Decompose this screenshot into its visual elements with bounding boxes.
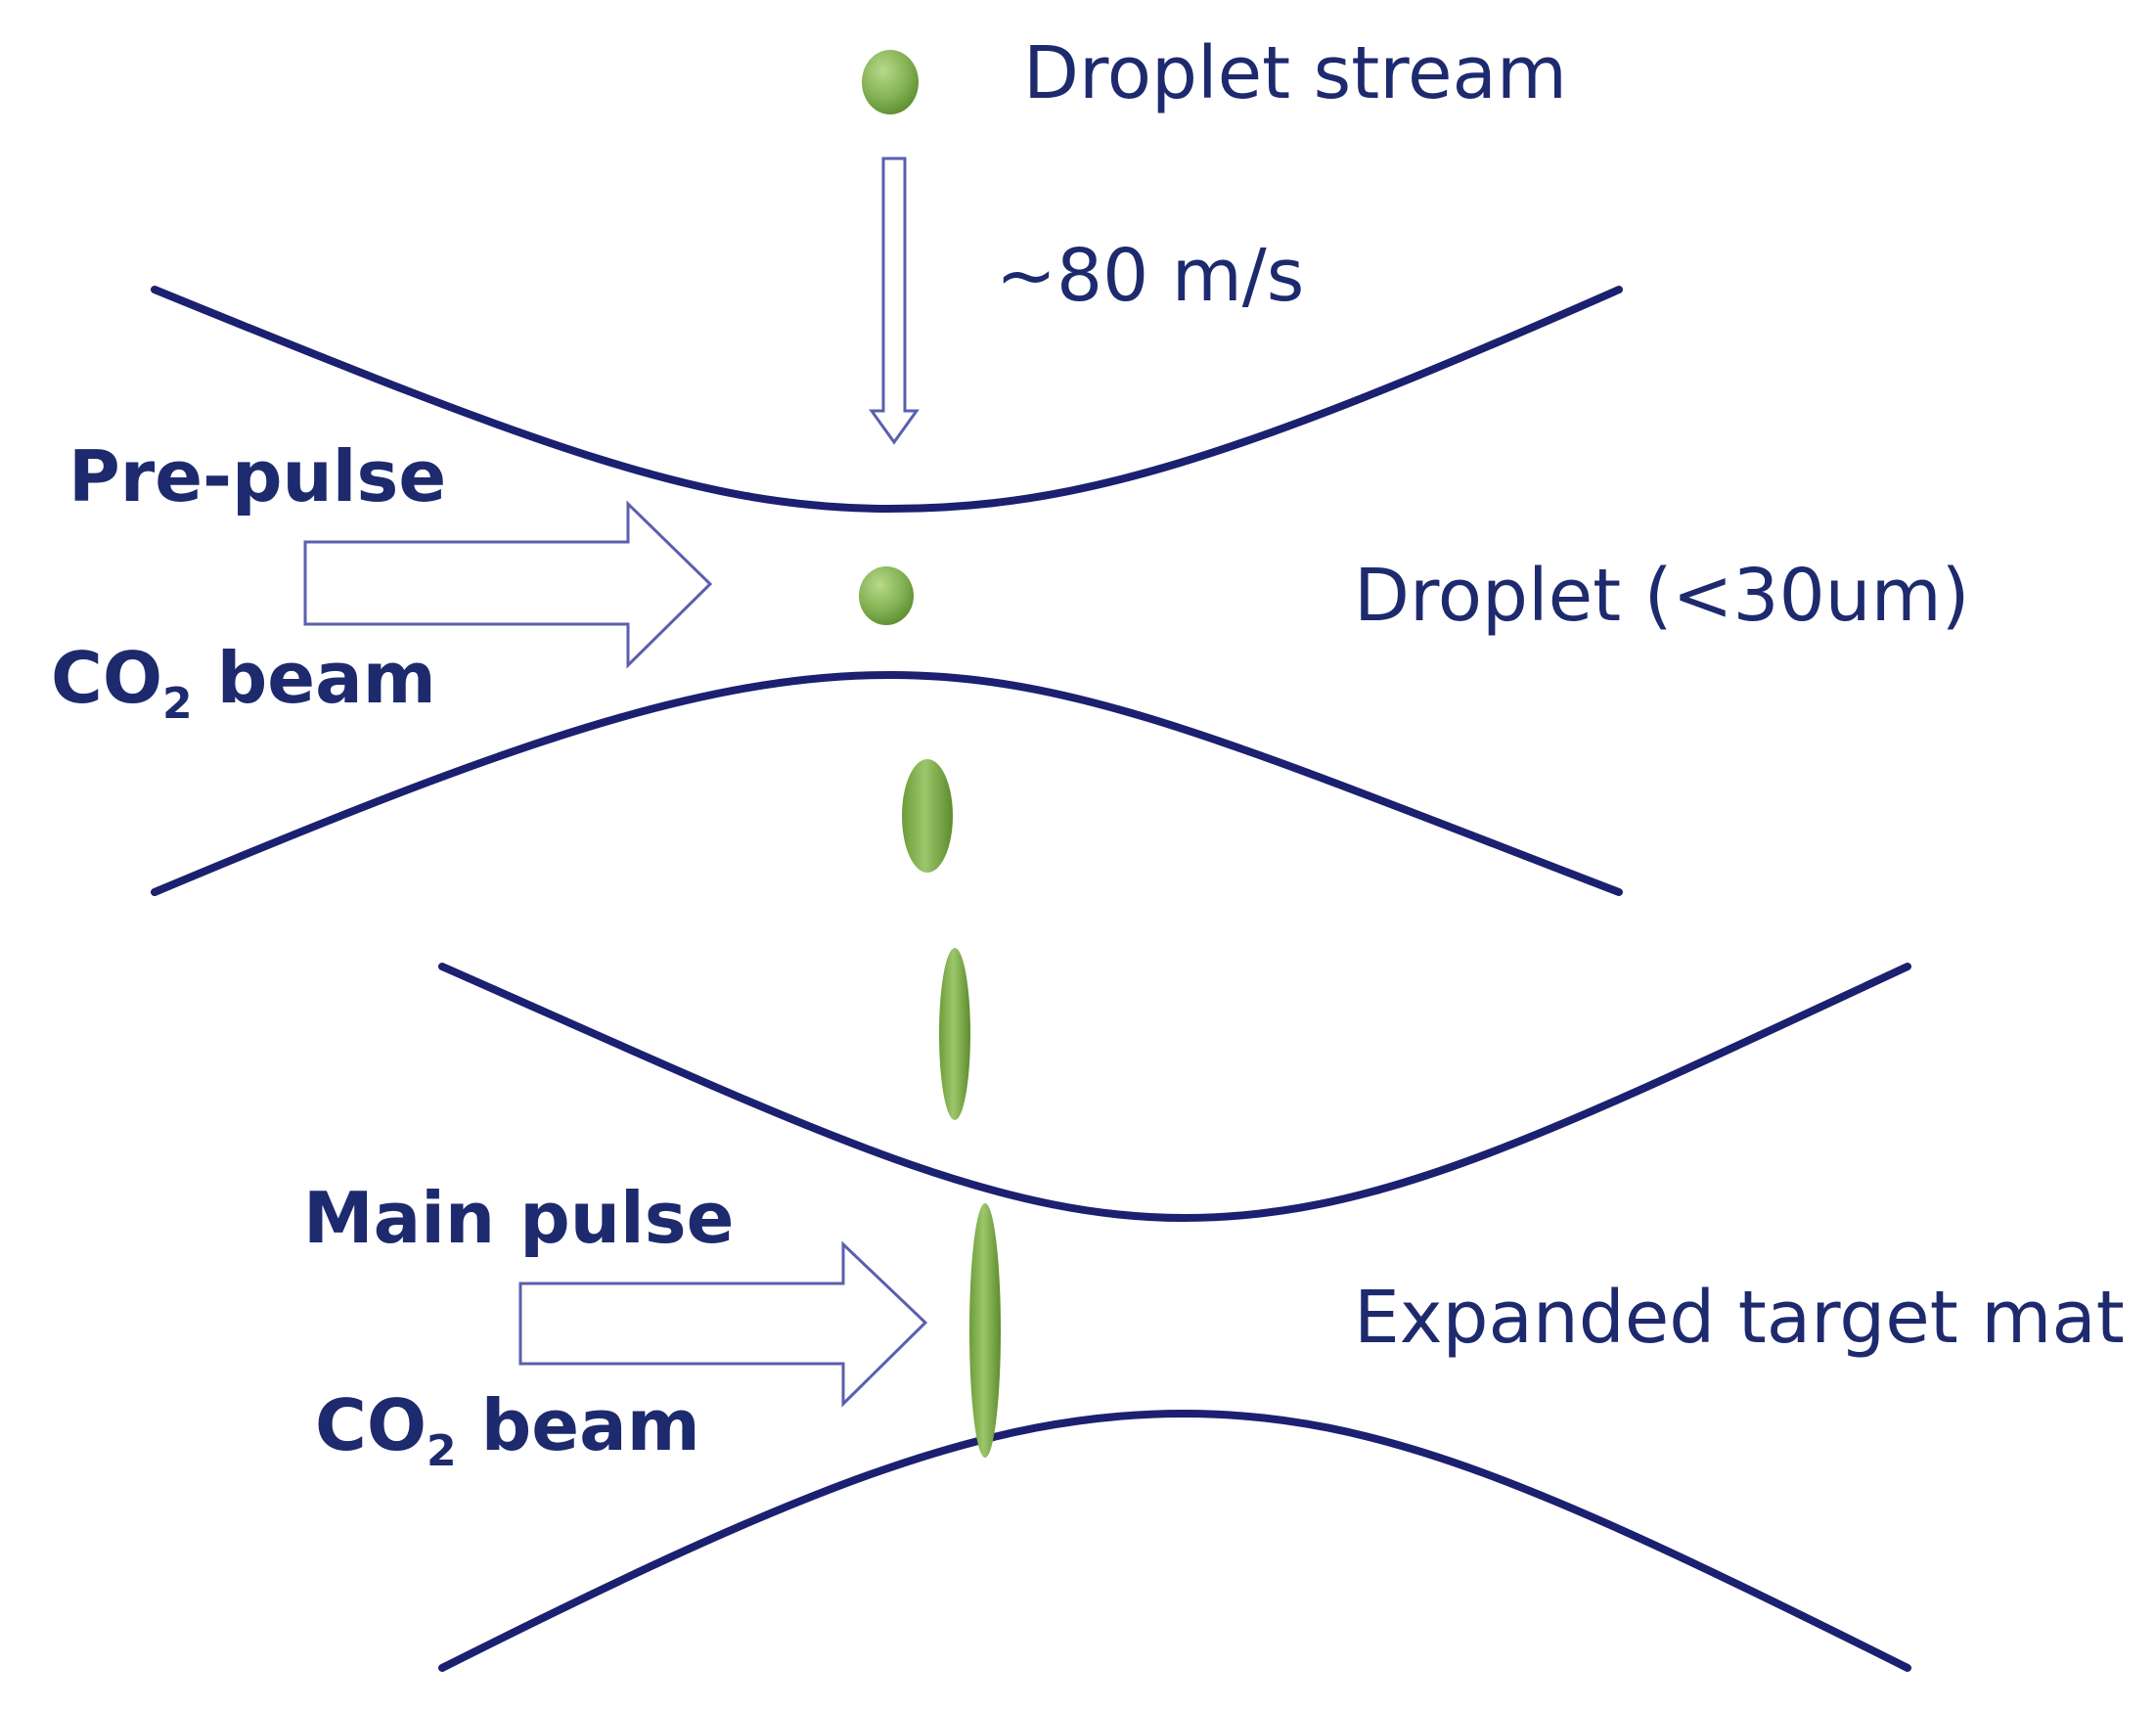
droplet-size-label: Droplet (<30um)	[1354, 554, 1970, 638]
main-pulse-label: Main pulse	[303, 1177, 734, 1259]
droplet-stream-label: Droplet stream	[1023, 31, 1567, 115]
co2-prefix: CO	[315, 1384, 427, 1466]
co2-subscript: 2	[427, 1426, 457, 1476]
co2-subscript: 2	[162, 679, 193, 729]
deforming-droplet	[902, 759, 953, 873]
beam-suffix: beam	[193, 637, 436, 719]
pre-pulse-label: Pre-pulse	[68, 435, 446, 518]
pre-pulse-co2-beam-label: CO2 beam	[51, 637, 436, 729]
pre-pulse-arrow-icon	[303, 500, 713, 669]
main-pulse-beam-lower-edge	[438, 1409, 1911, 1672]
main-pulse-beam-upper-edge	[438, 963, 1911, 1223]
flattening-droplet	[939, 948, 970, 1120]
pre-pulse-beam-lower-edge	[151, 670, 1623, 896]
main-pulse-arrow-icon	[518, 1240, 928, 1408]
main-pulse-co2-beam-label: CO2 beam	[315, 1384, 700, 1476]
velocity-label: ~80 m/s	[996, 234, 1304, 318]
droplet-stream-drop	[862, 50, 919, 114]
droplet	[859, 566, 914, 625]
beam-suffix: beam	[457, 1384, 700, 1466]
pre-pulse-beam-upper-edge	[151, 286, 1623, 514]
expanded-target-mat	[969, 1203, 1001, 1458]
co2-prefix: CO	[51, 637, 162, 719]
expanded-target-label: Expanded target mat	[1354, 1276, 2125, 1360]
droplet-stream-arrow-icon	[869, 157, 920, 445]
